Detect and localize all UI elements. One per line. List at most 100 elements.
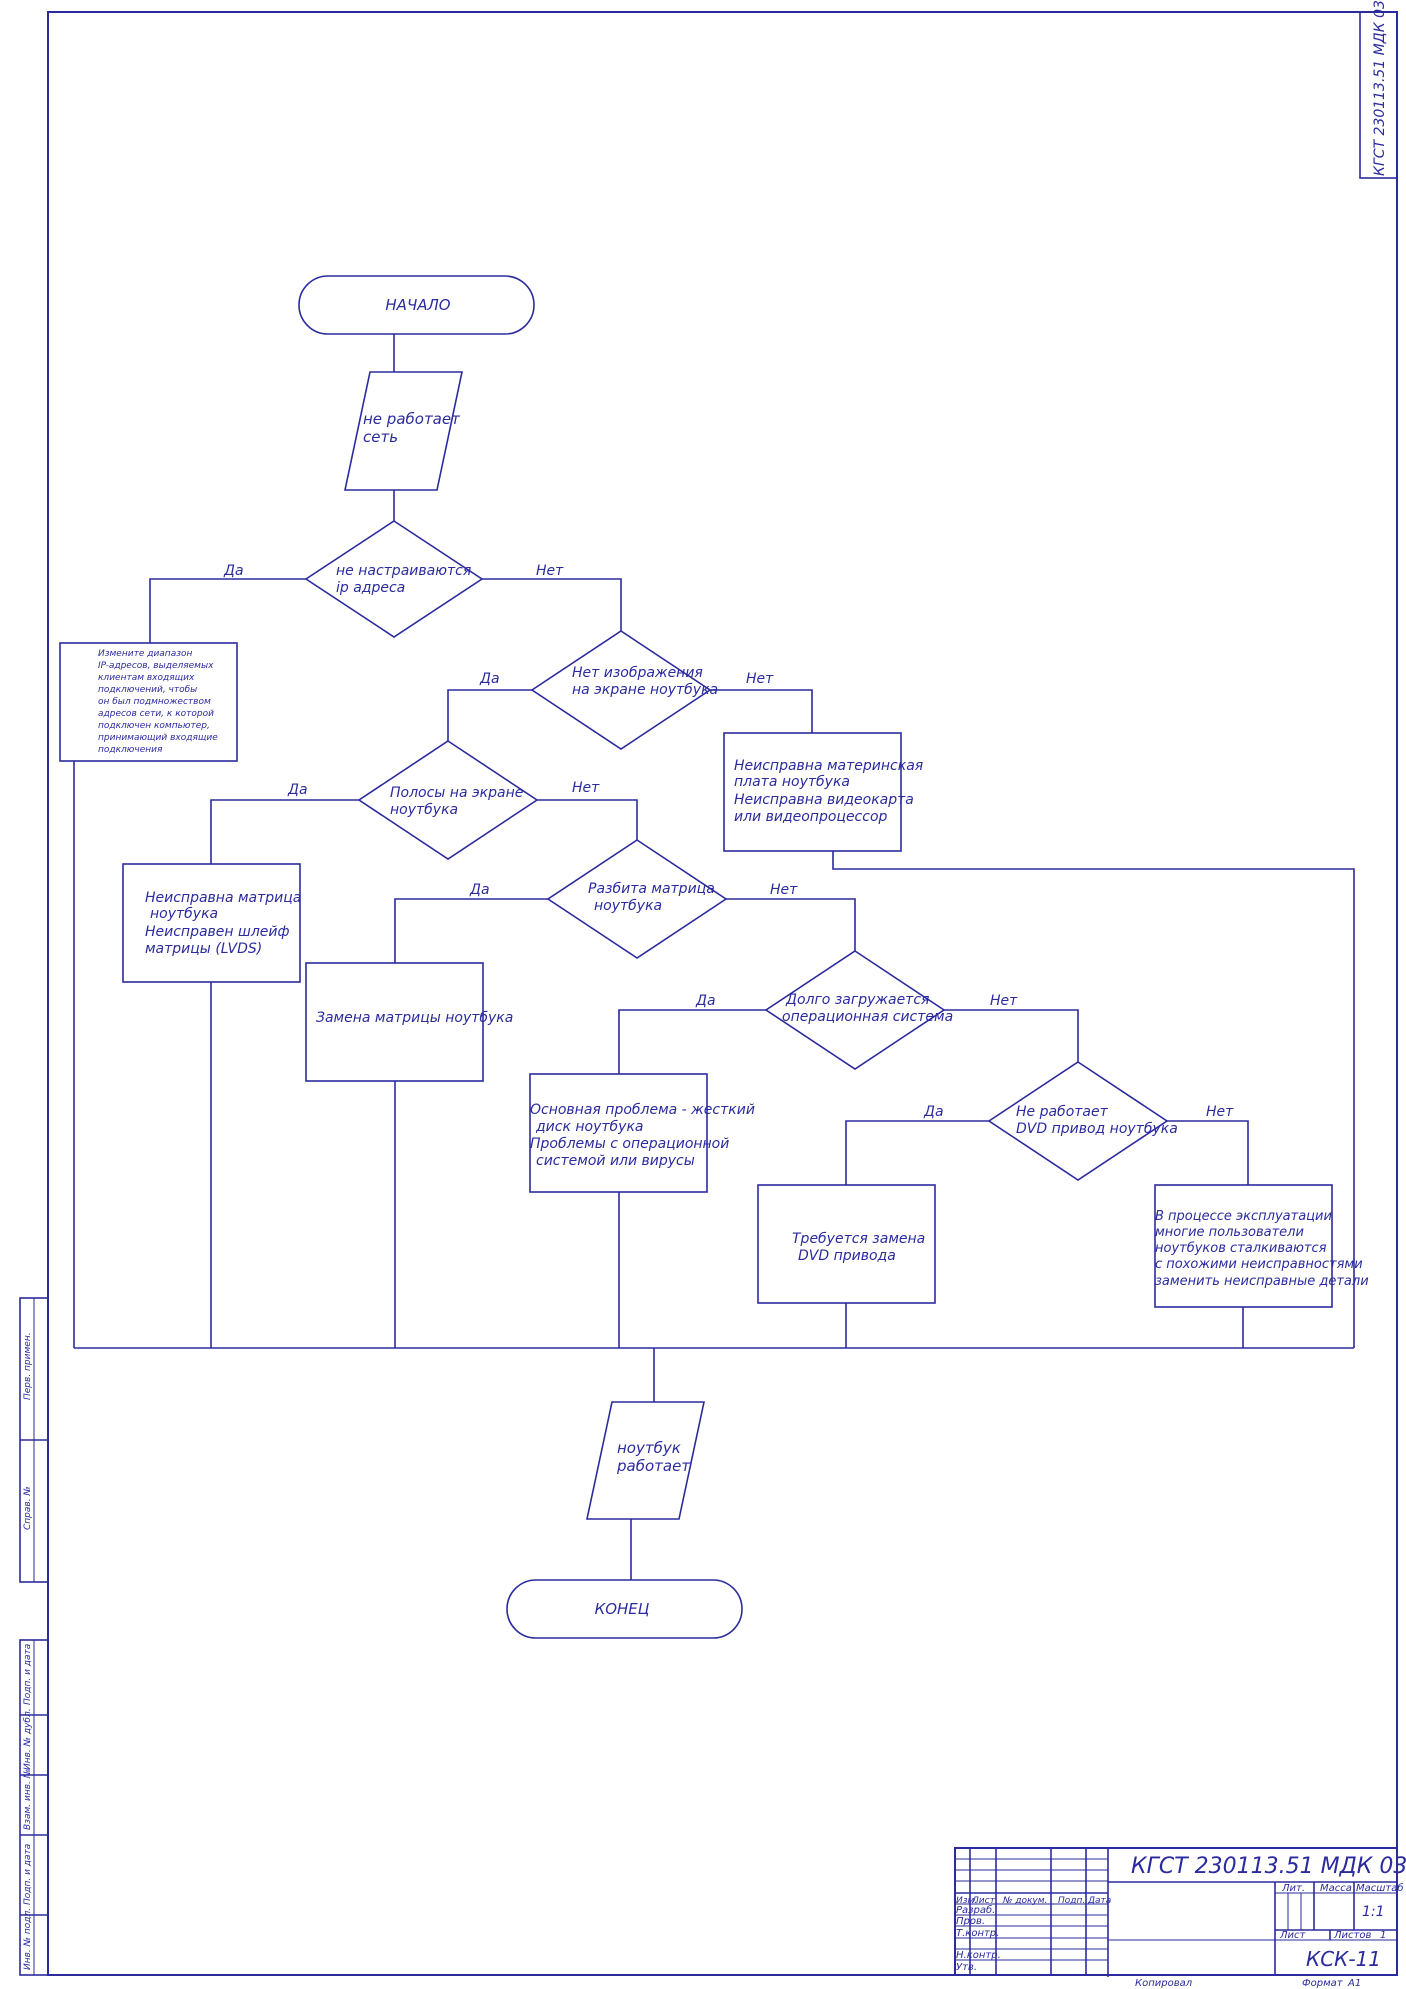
decision-dvd-no: Нет xyxy=(1206,1104,1234,1120)
box-ip-range-text: Измените диапазон IP-адресов, выделяемых… xyxy=(98,649,218,755)
title-block: КГСТ 230113.51 МДК 03.01-15 Изм. Лист № … xyxy=(954,1847,1406,1977)
svg-text:или видеопроцессор: или видеопроцессор xyxy=(734,809,888,825)
svg-text:Неисправна материнская: Неисправна материнская xyxy=(734,758,923,774)
decision-ip xyxy=(304,520,484,638)
decision-stripes-yes: Да xyxy=(287,782,308,798)
svg-text:Лит.: Лит. xyxy=(1281,1883,1305,1894)
box-other-faults-text: В процессе эксплуатации многие пользоват… xyxy=(1155,1209,1369,1289)
box-matrix-fault-text: Неисправна матрица ноутбука Неисправен ш… xyxy=(145,890,301,957)
decision-no-image-no: Нет xyxy=(746,671,774,687)
svg-text:принимающий входящие: принимающий входящие xyxy=(98,733,218,743)
svg-text:заменить неисправные детали: заменить неисправные детали xyxy=(1155,1274,1369,1289)
svg-text:Лист: Лист xyxy=(971,1896,996,1906)
output-line2: работает xyxy=(616,1457,691,1475)
decision-broken-matrix-no: Нет xyxy=(770,882,798,898)
decision-broken-matrix xyxy=(546,839,728,959)
svg-text:Измените диапазон: Измените диапазон xyxy=(98,649,192,659)
decision-stripes-line2: ноутбука xyxy=(390,802,458,818)
svg-text:Лист: Лист xyxy=(1279,1930,1307,1941)
title-block-org: КСК-11 xyxy=(1306,1947,1381,1971)
decision-ip-line1: не настраиваются xyxy=(336,563,471,579)
output-laptop-works xyxy=(586,1401,705,1520)
output-line1: ноутбук xyxy=(617,1439,681,1457)
side-stamp-dup-inv: Инв. № дубл. xyxy=(23,1708,33,1770)
svg-text:Утв.: Утв. xyxy=(956,1962,977,1973)
decision-ip-line2: ip адреса xyxy=(336,580,405,596)
decision-broken-matrix-line1: Разбита матрица xyxy=(588,881,715,897)
svg-text:диск ноутбука: диск ноутбука xyxy=(535,1119,644,1135)
decision-ip-yes: Да xyxy=(223,563,244,579)
side-stamp-orig-inv: Инв. № подл. xyxy=(23,1908,33,1970)
svg-text:Неисправен шлейф: Неисправен шлейф xyxy=(145,924,289,940)
input-network-line1: не работает xyxy=(363,410,461,428)
copied-label: Копировал xyxy=(1135,1978,1193,1989)
decision-stripes xyxy=(357,740,539,860)
svg-text:многие пользователи: многие пользователи xyxy=(1155,1225,1304,1240)
side-stamp: Перв. примен. Справ. № Подп. и дата Инв.… xyxy=(19,1297,49,1976)
svg-text:он был подмножеством: он был подмножеством xyxy=(98,697,211,707)
decision-dvd-yes: Да xyxy=(923,1104,944,1120)
format-label: Формат xyxy=(1302,1978,1344,1989)
svg-text:Основная проблема - жесткий: Основная проблема - жесткий xyxy=(530,1102,755,1118)
svg-text:Неисправна матрица: Неисправна матрица xyxy=(145,890,301,906)
side-stamp-first-use: Перв. примен. xyxy=(23,1332,33,1400)
svg-text:Изм.: Изм. xyxy=(956,1896,977,1906)
svg-text:Проблемы с операционной: Проблемы с операционной xyxy=(530,1136,729,1152)
decision-slow-boot-line2: операционная система xyxy=(782,1009,953,1025)
svg-text:№ докум.: № докум. xyxy=(1002,1896,1047,1906)
decision-slow-boot-no: Нет xyxy=(990,993,1018,1009)
top-stamp-text: КГСТ 230113.51 МДК 03.01-15 xyxy=(1372,0,1388,176)
svg-text:Пров.: Пров. xyxy=(956,1916,985,1927)
svg-text:ноутбука: ноутбука xyxy=(150,906,218,922)
end-terminator xyxy=(506,1579,743,1639)
svg-text:1:1: 1:1 xyxy=(1362,1904,1385,1920)
side-stamp-replace-inv: Взам. инв. № xyxy=(23,1769,33,1830)
box-motherboard-text: Неисправна материнская плата ноутбука Не… xyxy=(734,758,923,825)
svg-text:с похожими неисправностями: с похожими неисправностями xyxy=(1155,1257,1363,1272)
drawing-frame xyxy=(47,11,1398,1976)
svg-text:Подп.: Подп. xyxy=(1058,1896,1085,1906)
box-ip-range xyxy=(59,642,238,762)
decision-broken-matrix-line2: ноутбука xyxy=(594,898,662,914)
svg-text:подключений, чтобы: подключений, чтобы xyxy=(98,685,197,695)
svg-text:клиентам входящих: клиентам входящих xyxy=(98,673,195,683)
svg-text:Листов: Листов xyxy=(1333,1930,1371,1941)
decision-ip-no: Нет xyxy=(536,563,564,579)
svg-text:Дата: Дата xyxy=(1087,1896,1111,1906)
svg-text:адресов сети, к которой: адресов сети, к которой xyxy=(98,709,214,719)
input-network-line2: сеть xyxy=(363,428,398,446)
top-stamp-box xyxy=(1359,11,1398,179)
box-hdd-text: Основная проблема - жесткий диск ноутбук… xyxy=(530,1102,755,1169)
svg-text:1: 1 xyxy=(1380,1930,1386,1941)
svg-text:Разраб.: Разраб. xyxy=(956,1904,995,1916)
decision-dvd-line2: DVD привод ноутбука xyxy=(1016,1121,1178,1137)
svg-text:системой или вирусы: системой или вирусы xyxy=(536,1153,695,1169)
svg-text:Масса: Масса xyxy=(1320,1883,1352,1894)
box-dvd-line2: DVD привода xyxy=(798,1248,896,1264)
svg-text:подключен компьютер,: подключен компьютер, xyxy=(98,721,210,731)
title-block-code: КГСТ 230113.51 МДК 03.01-15 xyxy=(1131,1854,1406,1879)
start-label: НАЧАЛО xyxy=(385,296,450,314)
start-terminator xyxy=(298,275,535,335)
decision-no-image-line2: на экране ноутбука xyxy=(572,682,718,698)
box-motherboard xyxy=(723,732,902,852)
box-dvd-line1: Требуется замена xyxy=(792,1231,925,1247)
decision-stripes-line1: Полосы на экране xyxy=(390,785,523,801)
input-network-down xyxy=(344,371,463,491)
decision-no-image xyxy=(530,630,712,750)
svg-text:Масштаб: Масштаб xyxy=(1356,1882,1404,1894)
decision-slow-boot xyxy=(764,950,946,1070)
side-stamp-sign-date-1: Подп. и дата xyxy=(23,1644,33,1705)
decision-no-image-yes: Да xyxy=(479,671,500,687)
decision-dvd xyxy=(987,1061,1169,1181)
svg-text:плата ноутбука: плата ноутбука xyxy=(734,774,850,790)
decision-slow-boot-line1: Долго загружается xyxy=(785,992,929,1008)
end-label: КОНЕЦ xyxy=(595,1600,650,1618)
svg-text:подключения: подключения xyxy=(98,745,163,755)
svg-text:IP-адресов, выделяемых: IP-адресов, выделяемых xyxy=(98,661,214,671)
svg-text:ноутбуков сталкиваются: ноутбуков сталкиваются xyxy=(1155,1241,1327,1256)
format-value: A1 xyxy=(1347,1978,1361,1989)
decision-broken-matrix-yes: Да xyxy=(469,882,490,898)
svg-text:матрицы (LVDS): матрицы (LVDS) xyxy=(145,941,262,957)
decision-no-image-line1: Нет изображения xyxy=(572,665,703,681)
